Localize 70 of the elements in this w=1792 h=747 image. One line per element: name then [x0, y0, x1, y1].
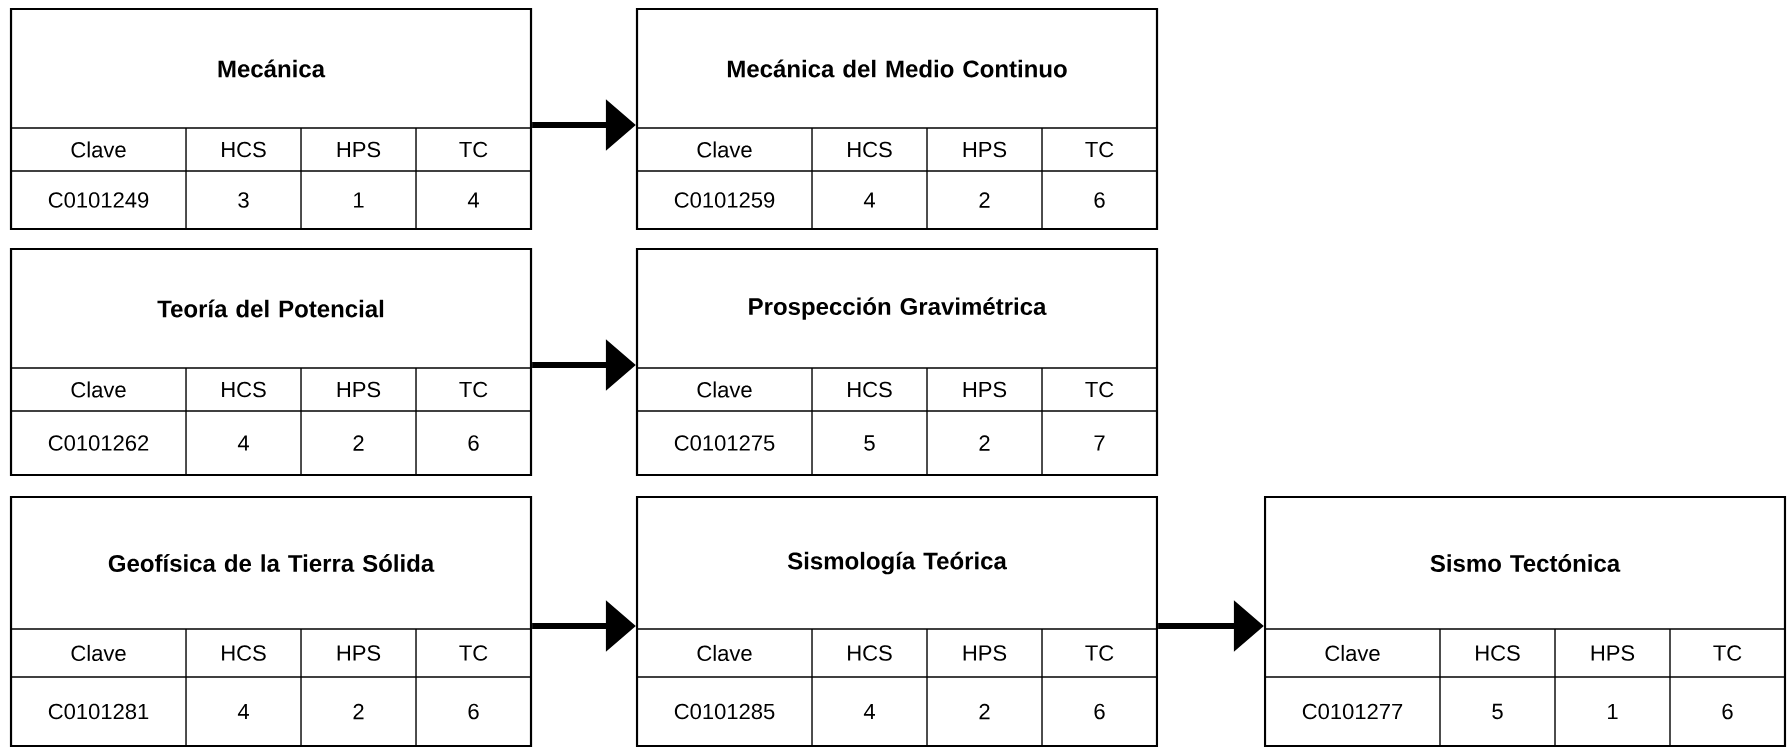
column-header: TC: [459, 645, 488, 661]
column-header: HCS: [222, 381, 266, 398]
table-value: 2: [979, 192, 990, 208]
table-value: 6: [468, 703, 479, 720]
column-header: HCS: [222, 645, 266, 661]
course-table: [635, 7, 1159, 231]
table-value: C0101281: [48, 703, 149, 720]
table-value: C0101277: [1302, 703, 1403, 720]
table-value: 6: [1094, 703, 1105, 720]
course-table: [9, 7, 533, 231]
column-header: TC: [459, 381, 488, 398]
column-header: HPS: [963, 645, 1007, 661]
column-header: HPS: [963, 381, 1007, 398]
column-header: TC: [1713, 645, 1742, 661]
column-header: HPS: [1591, 645, 1635, 661]
course-title: Sismología Teórica: [787, 551, 1007, 575]
table-value: 5: [864, 435, 875, 451]
column-header: HCS: [848, 645, 892, 661]
table-value: 1: [354, 192, 364, 208]
column-header: Clave: [71, 381, 126, 398]
column-header: HPS: [337, 141, 381, 158]
column-header: TC: [459, 141, 488, 158]
table-value: 7: [1094, 435, 1105, 451]
table-value: 6: [1722, 703, 1733, 720]
table-value: C0101262: [48, 435, 149, 451]
column-header: Clave: [71, 141, 126, 158]
column-header: Clave: [697, 141, 752, 158]
table-value: 5: [1492, 703, 1503, 720]
course-title: Teoría del Potencial: [157, 299, 384, 318]
course-title: Sismo Tectónica: [1430, 554, 1621, 572]
table-value: 2: [979, 435, 990, 451]
table-value: C0101259: [674, 192, 775, 208]
table-value: C0101275: [674, 435, 775, 451]
table-value: 6: [468, 435, 479, 451]
table-value: 6: [1094, 192, 1105, 208]
column-header: HCS: [848, 141, 892, 158]
table-value: 4: [237, 703, 249, 720]
course-table: [635, 495, 1159, 747]
table-value: 3: [238, 192, 249, 208]
column-header: Clave: [697, 644, 752, 662]
course-table: [635, 247, 1159, 477]
column-header: HCS: [222, 141, 266, 158]
course-title: Geofísica de la Tierra Sólida: [108, 554, 435, 572]
course-title: Prospección Gravimétrica: [749, 297, 1047, 320]
column-header: HCS: [1476, 645, 1520, 661]
table-value: 4: [237, 435, 249, 451]
column-header: Clave: [697, 381, 752, 398]
table-value: 1: [1608, 703, 1618, 720]
column-header: TC: [1085, 141, 1114, 158]
table-value: C0101285: [674, 703, 775, 720]
course-title: Mecánica del Medio Continuo: [727, 59, 1067, 78]
table-value: 2: [353, 703, 364, 720]
table-value: 4: [863, 192, 875, 208]
column-header: HPS: [337, 381, 381, 398]
table-value: 4: [467, 192, 479, 208]
course-table: [9, 247, 533, 477]
column-header: TC: [1085, 381, 1114, 398]
column-header: HPS: [337, 645, 381, 661]
table-value: 2: [979, 703, 990, 720]
course-title: Mecánica: [218, 59, 326, 78]
column-header: Clave: [1325, 644, 1380, 662]
table-value: 4: [863, 703, 875, 720]
column-header: TC: [1085, 645, 1114, 661]
course-table: [1263, 495, 1787, 747]
table-value: C0101249: [48, 192, 149, 208]
column-header: Clave: [71, 644, 126, 662]
column-header: HCS: [848, 381, 892, 398]
column-header: HPS: [963, 141, 1007, 158]
course-table: [9, 495, 533, 747]
table-value: 2: [353, 435, 364, 451]
